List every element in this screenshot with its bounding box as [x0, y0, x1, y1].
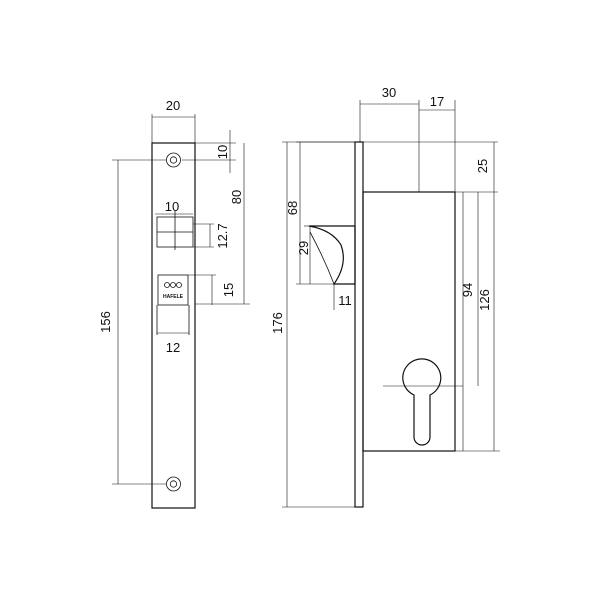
top-screw-hole: [166, 152, 181, 168]
logo-text: HAFELE: [163, 294, 184, 300]
cylinder-cutout: [402, 358, 442, 446]
hafele-logo-icon: [164, 282, 182, 288]
dim-label-156: 156: [98, 311, 113, 333]
lock-case: [362, 191, 456, 452]
dim-logo-block-width: 12: [157, 332, 189, 355]
dim-label-29: 29: [296, 241, 311, 255]
dim-label-12-7: 12.7: [215, 223, 230, 248]
faceplate-view: HAFELE 20 10 80 10: [98, 98, 250, 509]
dim-latch-position: 68: [285, 141, 355, 284]
dim-backset: 30: [359, 85, 420, 192]
dim-label-17: 17: [430, 94, 444, 109]
dim-top-offset: 25: [363, 141, 498, 193]
body-view: 30 17 25 94 126 68: [270, 85, 500, 508]
dim-latch-height-side: 29: [296, 225, 316, 284]
faceplate-outline: [151, 142, 196, 509]
dim-screw-spacing: 156: [98, 159, 166, 485]
dim-label-176: 176: [270, 312, 285, 334]
dim-label-15: 15: [221, 283, 236, 297]
dim-label-30: 30: [382, 85, 396, 100]
body-faceplate-edge: [354, 141, 364, 508]
dim-label-80: 80: [229, 190, 244, 204]
dim-latch-width: 10: [155, 199, 193, 215]
dim-label-10-latch: 10: [165, 199, 179, 214]
dim-top-screw-offset: 10: [182, 130, 236, 173]
dim-label-12: 12: [166, 340, 180, 355]
dim-label-68: 68: [285, 201, 300, 215]
dim-label-25: 25: [475, 159, 490, 173]
dim-total-height: 176: [270, 141, 355, 508]
dim-label-11: 11: [338, 293, 352, 308]
dim-label-94: 94: [460, 283, 475, 297]
dim-case-offset: 17: [419, 94, 456, 192]
latch-curve: [309, 231, 335, 285]
dim-label-126: 126: [477, 289, 492, 311]
dim-label-20: 20: [166, 98, 180, 113]
dim-label-10-top: 10: [215, 145, 230, 159]
latch-bolt: [308, 225, 356, 285]
bottom-screw-hole: [166, 476, 181, 492]
dim-latch-height: 12.7: [193, 223, 230, 249]
dim-cylinder-distances: 94 126: [383, 192, 500, 452]
logo-block: [157, 274, 189, 306]
dim-faceplate-width: 20: [151, 98, 196, 143]
dim-latch-depth: 11: [296, 283, 355, 310]
dim-latch-height-offset: 80: [195, 143, 250, 305]
dim-logo-block-height: 15: [188, 274, 236, 305]
